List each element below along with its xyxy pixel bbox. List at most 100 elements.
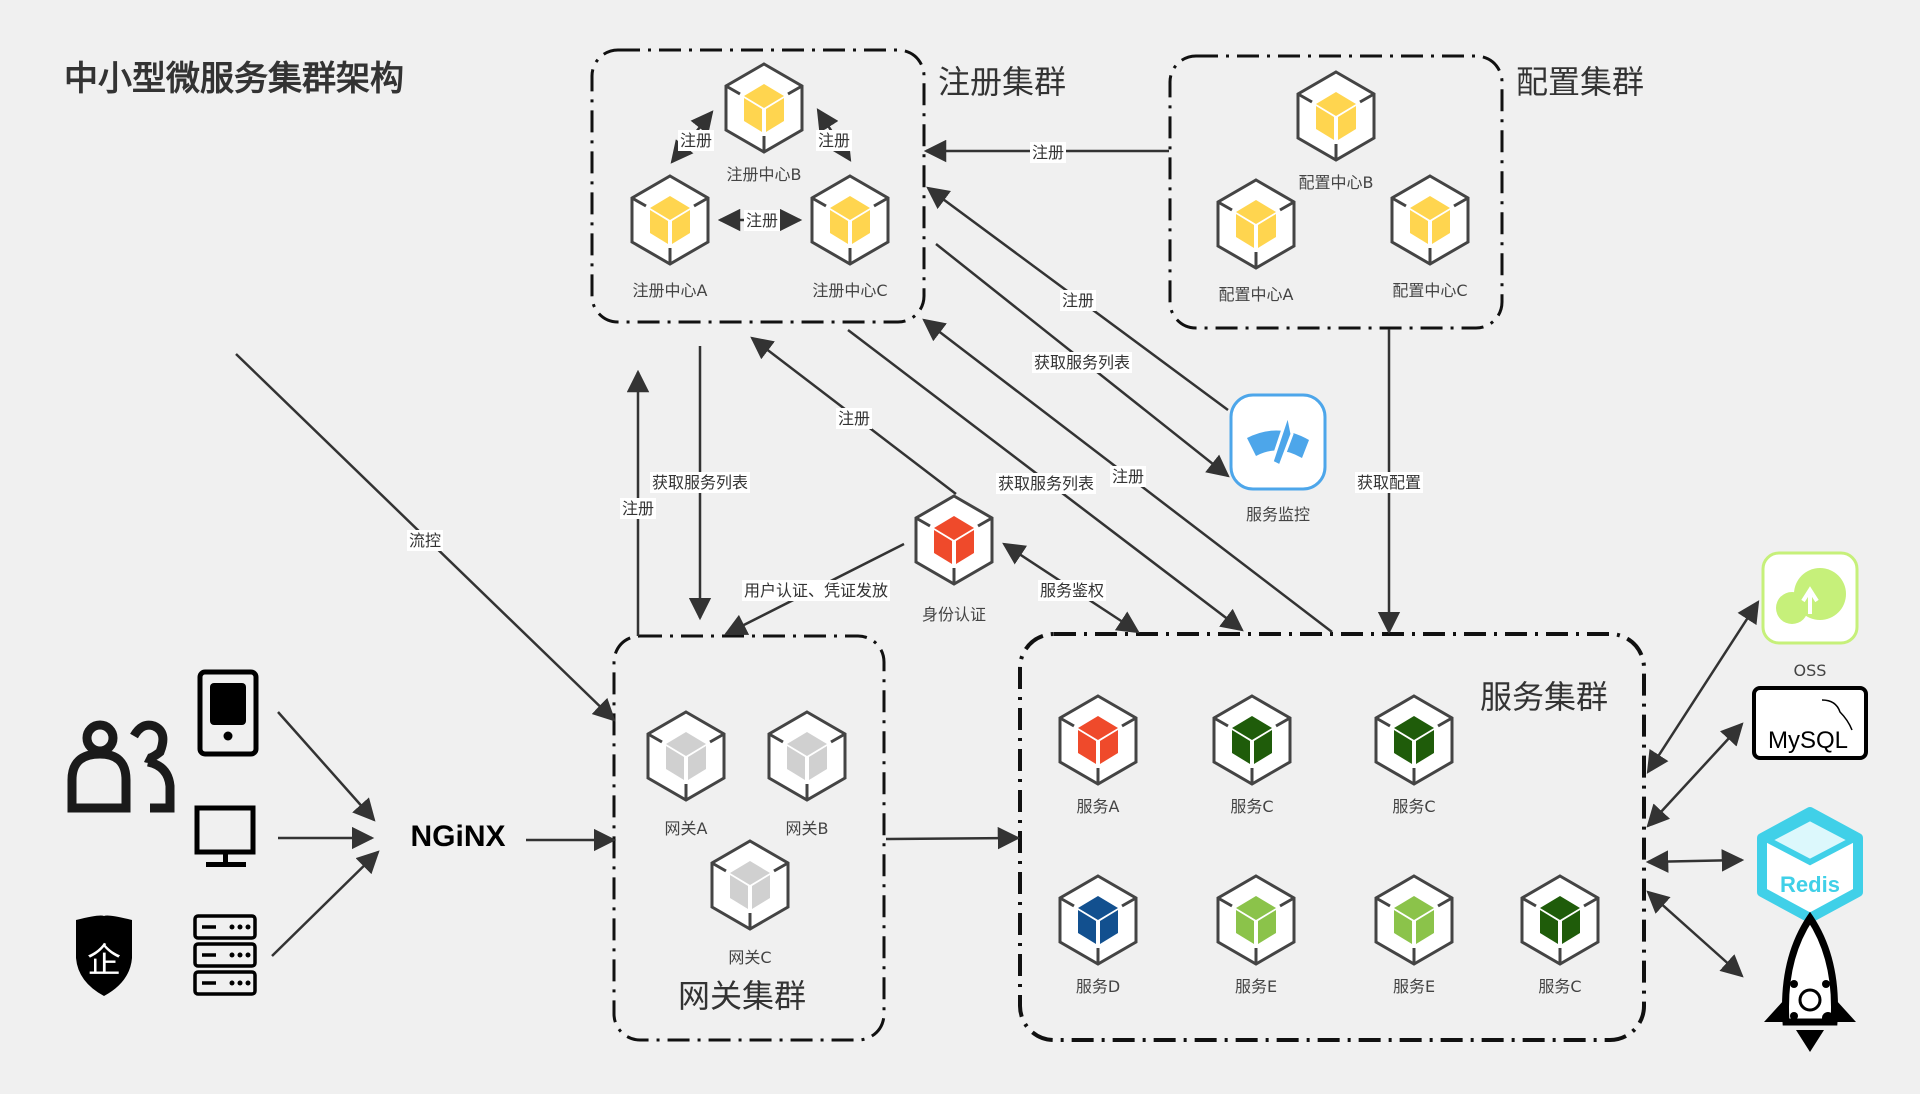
edge-gateway-service bbox=[885, 826, 1021, 850]
config-center-a[interactable] bbox=[1216, 178, 1296, 270]
config-center-b[interactable] bbox=[1296, 70, 1376, 162]
svg-text:注册: 注册 bbox=[838, 409, 870, 428]
cube-icon bbox=[1316, 92, 1356, 140]
server-rack-icon bbox=[193, 914, 257, 996]
config-cluster-label: 配置集群 bbox=[1516, 63, 1644, 101]
cube-icon bbox=[666, 732, 706, 780]
service-node-1[interactable] bbox=[1058, 694, 1138, 786]
registry-cluster-label: 注册集群 bbox=[938, 63, 1066, 101]
edge-label-auth-user: 用户认证、凭证发放 bbox=[741, 580, 891, 601]
cube-icon bbox=[1410, 196, 1450, 244]
service-node-1-label: 服务A bbox=[1077, 797, 1120, 816]
gateway-b-label: 网关B bbox=[786, 819, 829, 838]
edge-label-gateway-register: 注册 bbox=[619, 498, 657, 519]
svg-text:用户认证、凭证发放: 用户认证、凭证发放 bbox=[744, 581, 888, 600]
desktop-icon bbox=[194, 805, 256, 867]
cube-icon bbox=[1236, 896, 1276, 944]
registry-cluster-box bbox=[590, 48, 926, 324]
edge-service-mysql bbox=[1646, 722, 1744, 828]
svg-text:企: 企 bbox=[87, 941, 121, 981]
edge-label-auth-service: 服务鉴权 bbox=[1037, 580, 1107, 601]
config-center-b-label: 配置中心B bbox=[1299, 173, 1374, 192]
config-center-c[interactable] bbox=[1390, 174, 1470, 266]
redis-label: Redis bbox=[1780, 872, 1840, 897]
edge-service-redis bbox=[1645, 849, 1745, 873]
cube-icon bbox=[1394, 896, 1434, 944]
svg-text:流控: 流控 bbox=[409, 531, 441, 550]
gateway-cluster-label: 网关集群 bbox=[678, 977, 806, 1015]
svg-text:获取服务列表: 获取服务列表 bbox=[652, 473, 748, 492]
edge-label-monitor-fetch: 获取服务列表 bbox=[1031, 352, 1133, 373]
svg-text:获取服务列表: 获取服务列表 bbox=[998, 474, 1094, 493]
gateway-b[interactable] bbox=[767, 710, 847, 802]
svg-text:获取配置: 获取配置 bbox=[1357, 473, 1421, 492]
service-node-3[interactable] bbox=[1374, 694, 1454, 786]
service-node-7[interactable] bbox=[1520, 874, 1600, 966]
config-center-c-label: 配置中心C bbox=[1392, 281, 1467, 300]
edge-server-nginx bbox=[271, 850, 380, 957]
edge-service-mq bbox=[1646, 890, 1744, 978]
gateway-a[interactable] bbox=[646, 710, 726, 802]
cube-icon bbox=[1394, 716, 1434, 764]
svg-text:注册: 注册 bbox=[1032, 143, 1064, 162]
svg-text:注册: 注册 bbox=[746, 211, 778, 230]
svg-text:注册: 注册 bbox=[680, 131, 712, 150]
monitor-node[interactable] bbox=[1229, 393, 1327, 491]
config-cluster-box bbox=[1168, 54, 1504, 330]
diagram-title: 中小型微服务集群架构 bbox=[64, 59, 404, 99]
message-queue-rocket-icon[interactable] bbox=[1764, 911, 1856, 1052]
svg-text:注册: 注册 bbox=[1062, 291, 1094, 310]
gateway-a-label: 网关A bbox=[665, 819, 708, 838]
cube-icon bbox=[730, 861, 770, 909]
svg-text:注册: 注册 bbox=[818, 131, 850, 150]
nginx-logo[interactable]: NGiNX bbox=[410, 820, 505, 853]
service-node-2-label: 服务C bbox=[1230, 797, 1273, 816]
edge-mobile-nginx bbox=[277, 711, 376, 822]
gateway-c[interactable] bbox=[710, 839, 790, 931]
service-node-6[interactable] bbox=[1374, 874, 1454, 966]
edge-label-auth-register: 注册 bbox=[835, 408, 873, 429]
registry-center-b[interactable] bbox=[724, 62, 804, 154]
service-node-3-label: 服务C bbox=[1392, 797, 1435, 816]
gateway-c-label: 网关C bbox=[728, 948, 771, 967]
monitor-label: 服务监控 bbox=[1246, 505, 1310, 524]
registry-center-b-label: 注册中心B bbox=[727, 165, 802, 184]
svg-text:服务鉴权: 服务鉴权 bbox=[1040, 581, 1104, 600]
svg-text:注册: 注册 bbox=[622, 499, 654, 518]
edge-label-service-register: 注册 bbox=[1109, 466, 1147, 487]
mysql-label: MySQL bbox=[1768, 727, 1848, 754]
edge-label-reg-a-b: 注册 bbox=[677, 130, 715, 151]
cube-icon bbox=[934, 516, 974, 564]
edge-label-service-fetch: 获取服务列表 bbox=[995, 473, 1097, 494]
service-node-6-label: 服务E bbox=[1393, 977, 1435, 996]
cube-icon bbox=[1078, 716, 1118, 764]
edge-label-reg-a-c: 注册 bbox=[743, 210, 781, 231]
edge-label-config-register: 注册 bbox=[1029, 142, 1067, 163]
cube-icon bbox=[830, 196, 870, 244]
edge-label-monitor-register: 注册 bbox=[1059, 290, 1097, 311]
registry-center-c[interactable] bbox=[810, 174, 890, 266]
redis-node[interactable]: Redis bbox=[1757, 807, 1863, 923]
cube-icon bbox=[787, 732, 827, 780]
edge-label-gateway-fetch: 获取服务列表 bbox=[649, 472, 751, 493]
cube-icon bbox=[1078, 896, 1118, 944]
service-node-7-label: 服务C bbox=[1538, 977, 1581, 996]
svg-text:获取服务列表: 获取服务列表 bbox=[1034, 353, 1130, 372]
service-node-4[interactable] bbox=[1058, 874, 1138, 966]
svg-text:注册: 注册 bbox=[1112, 467, 1144, 486]
registry-center-c-label: 注册中心C bbox=[812, 281, 887, 300]
config-center-a-label: 配置中心A bbox=[1219, 285, 1294, 304]
auth-node[interactable] bbox=[914, 494, 994, 586]
cube-icon bbox=[744, 84, 784, 132]
edge-label-get-config: 获取配置 bbox=[1354, 472, 1424, 493]
service-node-4-label: 服务D bbox=[1076, 977, 1120, 996]
auth-label: 身份认证 bbox=[922, 605, 986, 624]
service-cluster-label: 服务集群 bbox=[1480, 678, 1608, 716]
mysql-node[interactable]: MySQL bbox=[1752, 686, 1868, 760]
registry-center-a[interactable] bbox=[630, 174, 710, 266]
service-node-5[interactable] bbox=[1216, 874, 1296, 966]
oss-node[interactable] bbox=[1761, 551, 1859, 645]
service-node-2[interactable] bbox=[1212, 694, 1292, 786]
users-icon bbox=[67, 720, 175, 813]
